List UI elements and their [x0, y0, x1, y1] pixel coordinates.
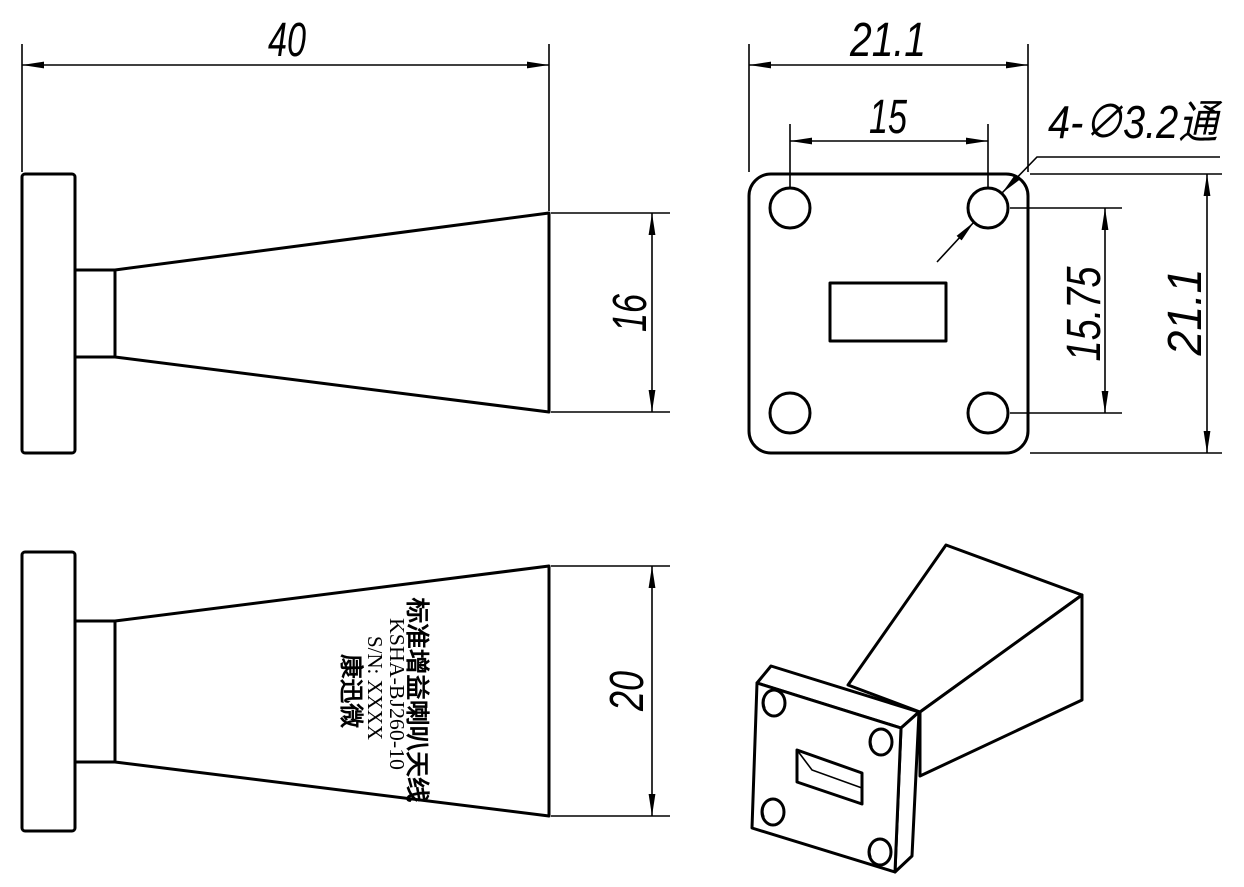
- hole-spacing-h-dimension-label: 15: [869, 91, 907, 144]
- flange-view: 21.1 15 4-∅3.2通 15.75 21.1: [747, 14, 1223, 455]
- mounting-hole-bottom-left: [768, 391, 812, 435]
- product-marking: 标准增益喇叭天线 KSHA-BJ260-10 S/N: XXXX 康迅微: [337, 598, 431, 803]
- mounting-hole-top-right: [966, 186, 1010, 230]
- isometric-view: [750, 543, 1084, 874]
- side-view-horn-body: [113, 211, 551, 414]
- flange-height-dimension-label: 21.1: [1159, 269, 1212, 357]
- waveguide-aperture: [828, 281, 948, 343]
- top-view-waveguide-neck: [73, 619, 117, 764]
- hole-spacing-v-dimension-label: 15.75: [1058, 266, 1111, 361]
- marking-model-number: KSHA-BJ260-10: [385, 618, 409, 770]
- side-view-flange: [20, 172, 77, 455]
- flange-width-dimension-label: 21.1: [849, 14, 926, 67]
- marking-serial-number: S/N: XXXX: [363, 636, 387, 740]
- iso-waveguide-aperture-depth: [796, 749, 863, 789]
- aperture-height-dimension-label: 16: [604, 294, 657, 332]
- side-view-waveguide-neck: [73, 268, 117, 359]
- top-view-flange: [20, 550, 77, 833]
- mounting-hole-bottom-right: [966, 391, 1010, 435]
- hole-callout-leader: [1001, 156, 1220, 194]
- marking-product-name: 标准增益喇叭天线: [403, 598, 431, 803]
- iso-horn-side-face: [918, 593, 1084, 778]
- length-dimension-label: 40: [268, 14, 306, 67]
- iso-hole-depth-bottom-right: [869, 838, 888, 858]
- hole-callout-leader-inner: [936, 221, 975, 263]
- hole-callout-label: 4-∅3.2通: [1048, 96, 1223, 148]
- iso-hole-depth-bottom-left: [762, 798, 781, 818]
- top-view: 20 标准增益喇叭天线 KSHA-BJ260-10 S/N: XXXX 康迅微: [20, 550, 670, 833]
- iso-hole-depth-top-left: [763, 689, 782, 709]
- mounting-hole-top-left: [768, 186, 812, 230]
- top-view-horn-body: [113, 564, 551, 818]
- marking-manufacturer: 康迅微: [337, 654, 365, 728]
- iso-hole-depth-top-right: [870, 728, 889, 748]
- aperture-width-dimension-label: 20: [601, 671, 654, 712]
- side-view: 40 16: [20, 14, 670, 455]
